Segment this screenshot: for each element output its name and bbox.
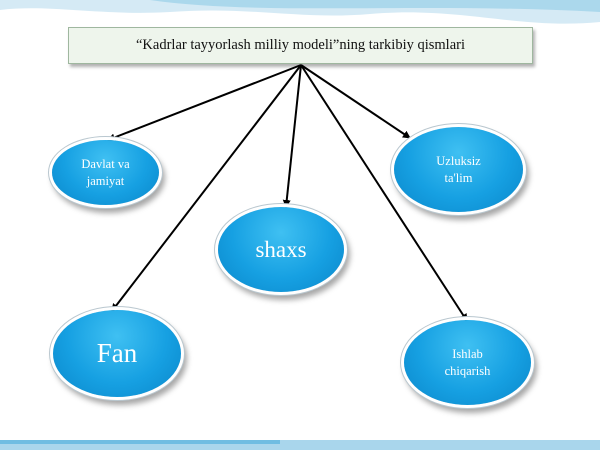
diagram-title-text: “Kadrlar tayyorlash milliy modeli”ning t… [136, 37, 465, 53]
node-ishlab-chiqarish: Ishlab chiqarish [404, 320, 531, 405]
node-label: Uzluksiz ta'lim [436, 153, 481, 185]
bottom-band [0, 440, 600, 450]
node-label: Fan [96, 338, 138, 369]
node-label: Ishlab chiqarish [444, 346, 491, 378]
node-davlat-va-jamiyat: Davlat va jamiyat [52, 140, 159, 205]
node-fan: Fan [53, 310, 181, 397]
arrow-to-ishlab [300, 64, 468, 322]
node-label: shaxs [255, 236, 307, 262]
top-wave-accent [150, 0, 600, 12]
arrow-to-uzluksiz [300, 64, 411, 139]
bottom-band-accent [0, 440, 280, 444]
arrow-to-davlat [107, 64, 302, 142]
node-shaxs: shaxs [218, 207, 344, 292]
arrow-to-fan [111, 64, 302, 312]
diagram-title: “Kadrlar tayyorlash milliy modeli”ning t… [68, 27, 533, 64]
node-uzluksiz-talim: Uzluksiz ta'lim [394, 127, 523, 212]
arrow-to-shaxs [282, 64, 302, 208]
node-label: Davlat va jamiyat [81, 156, 130, 188]
